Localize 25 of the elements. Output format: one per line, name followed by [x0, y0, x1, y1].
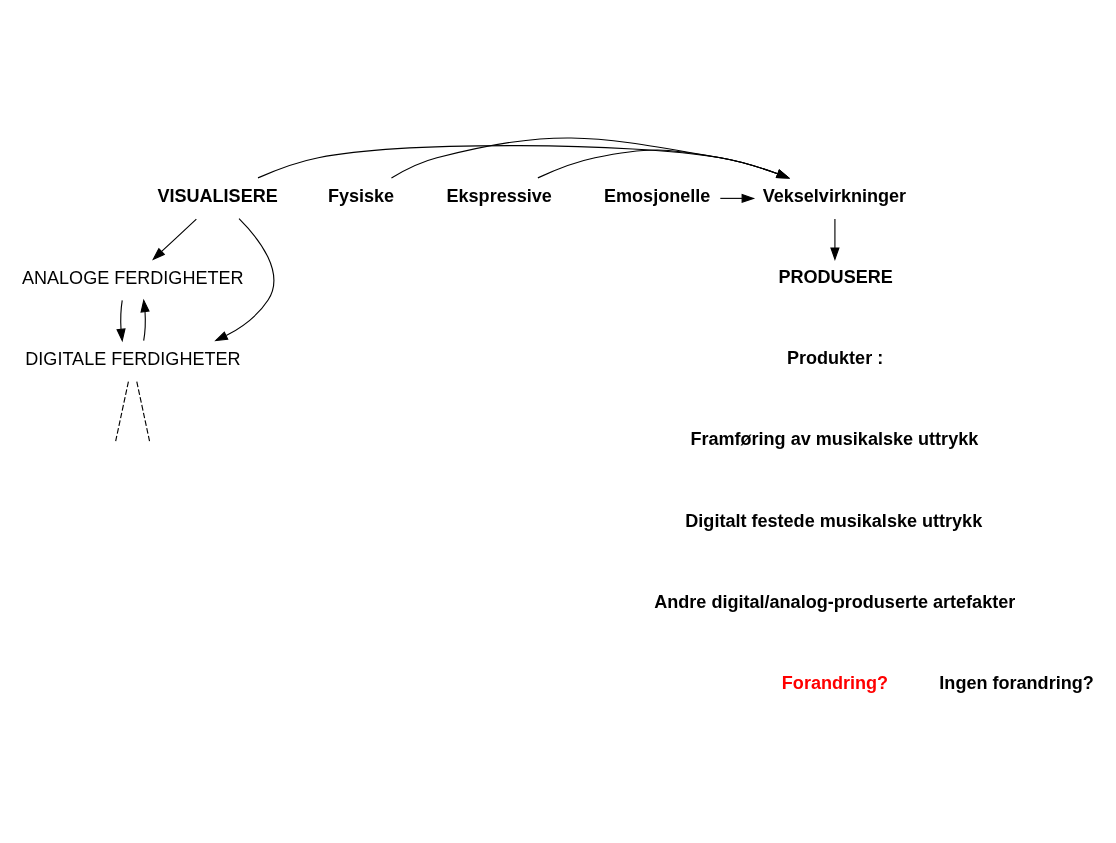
node-text: VISUALISERE [157, 185, 278, 206]
node-text: Fysiske [327, 185, 395, 206]
node-text: ANALOGE FERDIGHETER [21, 267, 244, 288]
arrow [830, 217, 840, 261]
label: Produkter : [786, 347, 884, 368]
node-text: Ekspressive [446, 185, 552, 206]
arrow [140, 298, 150, 341]
node-text: PRODUSERE [778, 266, 893, 287]
label: Andre digital/analog-produserte artefakter [654, 591, 1016, 612]
label: Framføring av musikalske uttrykk [690, 428, 979, 449]
node-text: DIGITALE FERDIGHETER [25, 348, 241, 369]
node-text: Vekselvirkninger [762, 185, 907, 206]
arrow [719, 193, 756, 203]
connector [115, 380, 129, 442]
arrow [537, 148, 791, 178]
arrow [390, 137, 791, 178]
arrow [116, 299, 126, 342]
label: Digitalt festede musikalske uttrykk [685, 510, 983, 531]
node-text: Emosjonelle [604, 185, 711, 206]
arrow [257, 144, 791, 178]
arrow [152, 217, 197, 260]
arrow [214, 217, 275, 341]
connector [136, 380, 151, 442]
label: Ingen forandring? [939, 672, 1094, 693]
label: Forandring? [781, 672, 889, 693]
